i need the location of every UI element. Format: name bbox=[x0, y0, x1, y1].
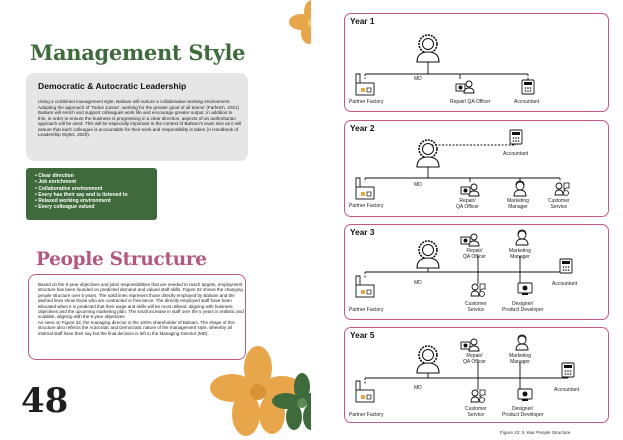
people-structure-body: Based on the 5-year objectives and jobs/… bbox=[38, 282, 244, 336]
benefit-item: • Relaxed working environment bbox=[35, 198, 111, 205]
factory-label: Partner Factory bbox=[349, 99, 384, 105]
year-label: Year 2 bbox=[350, 123, 375, 133]
figure-caption: Figure 22: 5 Year People Structure bbox=[500, 430, 571, 435]
leadership-box bbox=[26, 73, 248, 161]
people-structure-box bbox=[28, 274, 246, 360]
md-label: MD bbox=[414, 385, 422, 391]
management-style-title: Management Style bbox=[30, 40, 246, 65]
year-label: Year 1 bbox=[350, 16, 375, 26]
md-label: MD bbox=[414, 280, 422, 286]
leadership-body: Using a combined management style, Balsa… bbox=[38, 99, 242, 138]
benefit-item: • Collaborative environment bbox=[35, 185, 103, 192]
md-label: MD bbox=[414, 182, 422, 188]
factory-label: Partner Factory bbox=[349, 203, 384, 209]
benefit-item: • Every colleague valued bbox=[35, 204, 95, 211]
customer-service-label: Customer Service bbox=[548, 198, 570, 210]
benefit-item: • Job enrichment bbox=[35, 179, 77, 186]
marketing-manager-label: Marketing Manager bbox=[509, 353, 531, 365]
accountant-label: Accountant bbox=[554, 387, 580, 393]
designer-label: Designer/ Product Developer bbox=[502, 406, 544, 418]
marketing-manager-label: Marketing Manager bbox=[509, 248, 531, 260]
year-1-panel: Year 1 bbox=[344, 13, 609, 112]
accountant-label: Accountant bbox=[514, 99, 540, 105]
accountant-label: Accountant bbox=[552, 281, 578, 287]
page-number: 48 bbox=[21, 381, 69, 421]
accountant-label: Accountant bbox=[503, 151, 529, 157]
repair-officer-label: Repair/ QA Officer bbox=[456, 198, 479, 210]
benefits-box bbox=[26, 168, 157, 220]
md-label: MD bbox=[414, 76, 422, 82]
benefit-item: • Clear direction bbox=[35, 173, 74, 179]
left-page bbox=[0, 0, 311, 440]
designer-label: Designer/ Product Developer bbox=[502, 301, 544, 313]
factory-label: Partner Factory bbox=[349, 412, 384, 418]
repair-officer-label: Repair/ QA Officer bbox=[463, 353, 486, 365]
leadership-heading: Democratic & Autocratic Leadership bbox=[38, 81, 187, 91]
benefits-list: • Clear direction • Job enrichment • Col… bbox=[35, 173, 128, 211]
customer-service-label: Customer Service bbox=[465, 406, 487, 418]
year-label: Year 5 bbox=[350, 330, 375, 340]
customer-service-label: Customer Service bbox=[465, 301, 487, 313]
benefit-item: • Every has their say and is listened to bbox=[35, 191, 128, 198]
marketing-manager-label: Marketing Manager bbox=[507, 198, 529, 210]
year-2-panel: Year 2 bbox=[344, 120, 609, 217]
repair-officer-label: Repair/ QA Officer bbox=[463, 248, 486, 260]
people-structure-title: People Structure bbox=[36, 249, 207, 270]
repair-officer-label: Repair/ QA Officer bbox=[450, 99, 491, 105]
factory-label: Partner Factory bbox=[349, 307, 384, 313]
year-label: Year 3 bbox=[350, 227, 375, 237]
